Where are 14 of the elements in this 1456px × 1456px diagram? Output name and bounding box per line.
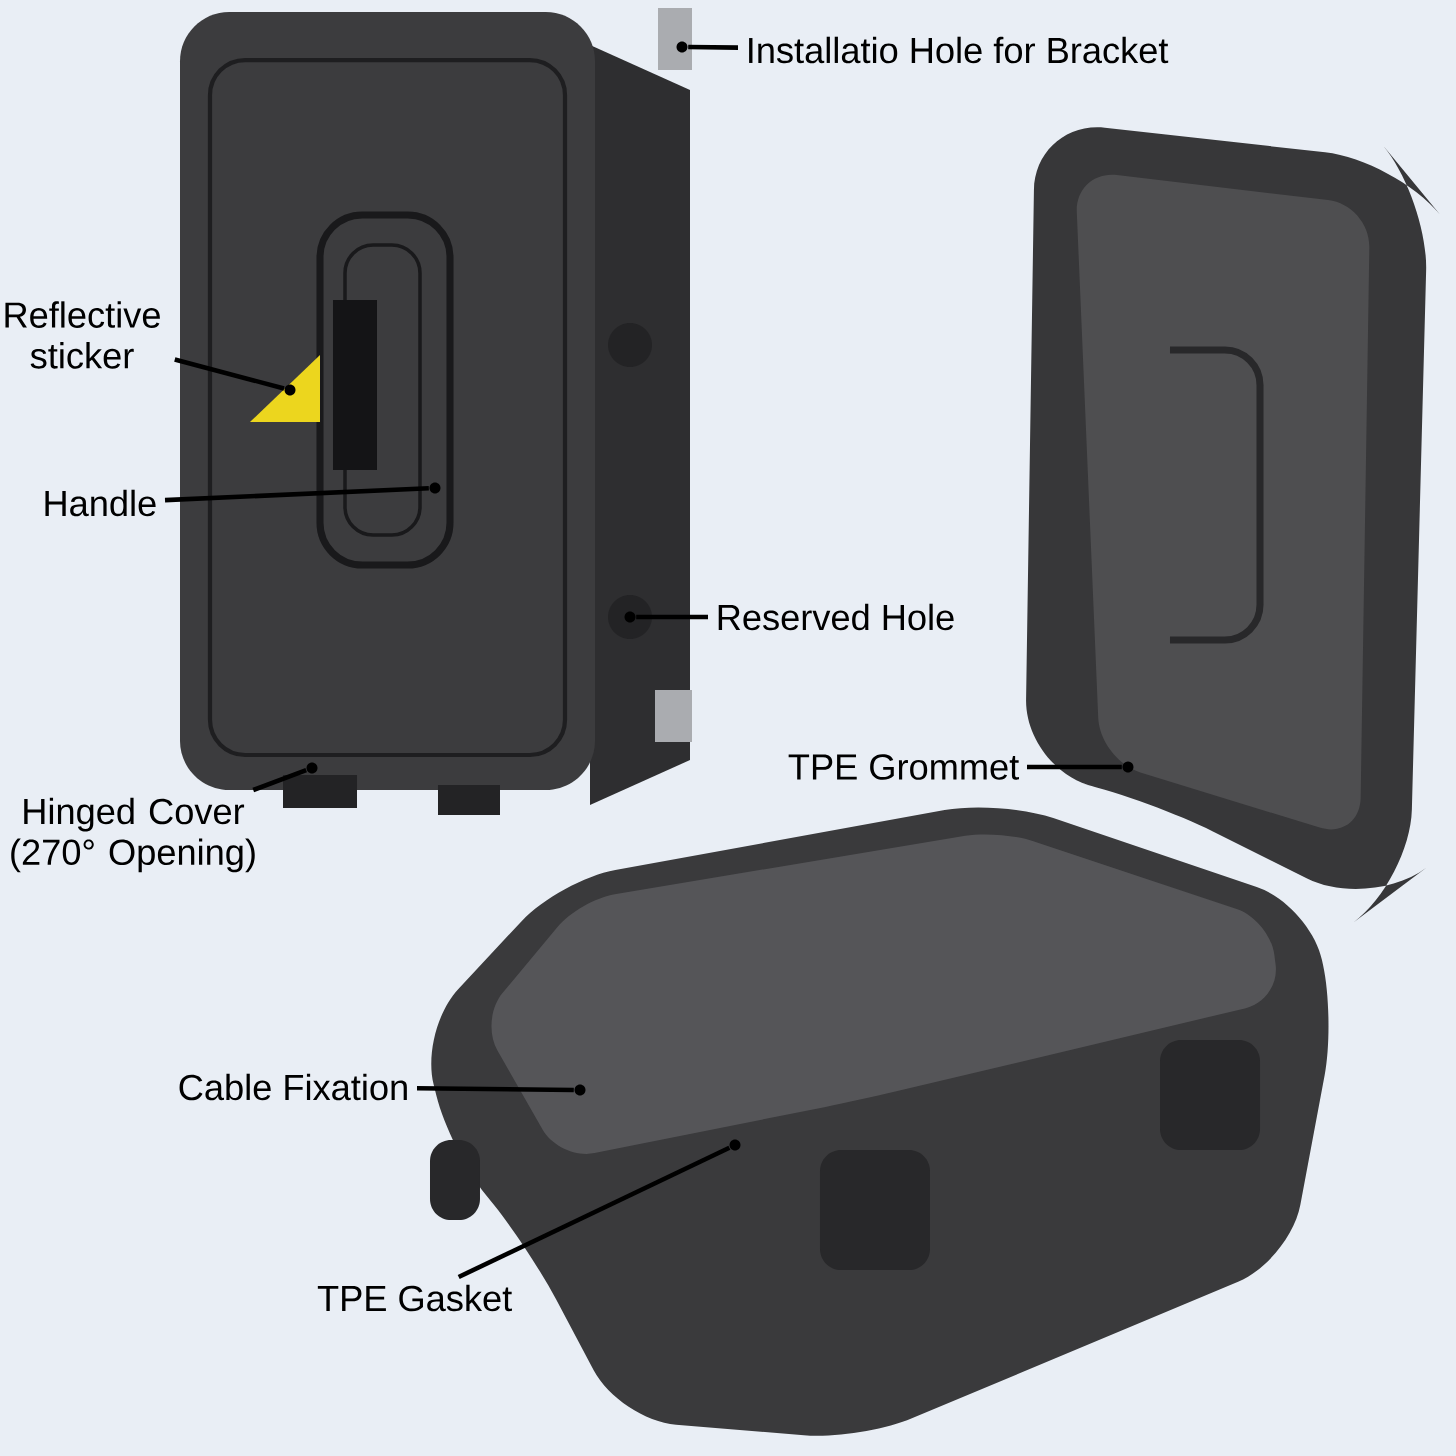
- callout-label: Reflective sticker: [5, 301, 160, 369]
- callout-label: TPE Grommet: [788, 754, 1019, 780]
- leader-line: [457, 1145, 731, 1280]
- leader-line: [164, 486, 429, 503]
- callout-label: Cable Fixation: [179, 1073, 407, 1101]
- leader-line: [688, 44, 739, 50]
- leader-line: [1027, 764, 1122, 770]
- callout-label: Installatio Hole for Bracket: [749, 36, 1169, 64]
- callout-label: Hinged Cover (270° Opening): [11, 797, 255, 873]
- callout-label: Handle: [45, 489, 156, 517]
- leader-line: [252, 768, 307, 793]
- callout-label: Reserved Hole: [718, 603, 954, 631]
- leader-line: [636, 614, 708, 620]
- callout-label: TPE Gasket: [317, 1284, 512, 1312]
